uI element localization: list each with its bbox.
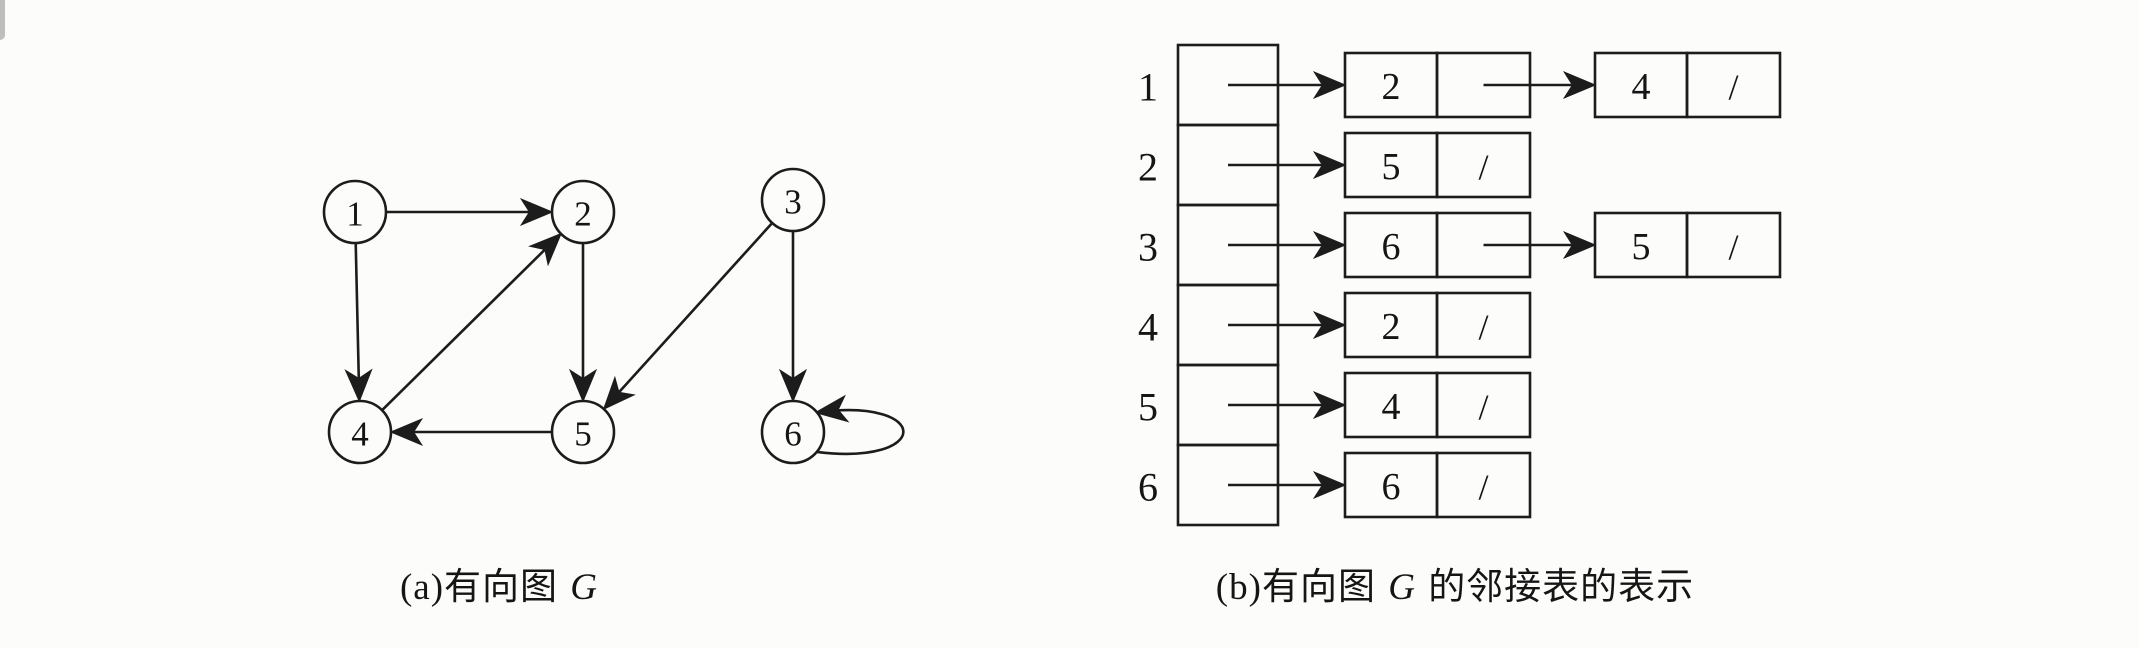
graph-edge-3-5: [602, 222, 774, 411]
adj-node-data-value: 4: [1632, 66, 1651, 108]
adj-null-pointer: /: [1478, 147, 1488, 187]
graph-node-6: 6: [760, 399, 826, 465]
graph-node-1: 1: [322, 179, 388, 245]
graph-node-label: 4: [351, 415, 369, 454]
adj-vertex-label: 3: [1138, 225, 1158, 270]
adj-vertex-label: 1: [1138, 65, 1158, 110]
caption-b-prefix: (b)有向图: [1215, 567, 1387, 608]
graph-edge-4-2: [381, 232, 563, 412]
adj-node-pointer-cell: [1435, 131, 1532, 199]
graph-self-loop-6: [814, 394, 905, 456]
adj-null-pointer: /: [1478, 467, 1488, 507]
adj-node-4-0: 2/: [1343, 291, 1532, 359]
adj-node-pointer-cell: [1435, 371, 1532, 439]
adj-node-pointer-cell: [1685, 51, 1782, 119]
adj-node-2-0: 5/: [1343, 131, 1532, 199]
adj-node-1-1: 4/: [1593, 51, 1782, 119]
adj-vertex-label: 6: [1138, 465, 1158, 510]
graph-node-4: 4: [327, 399, 393, 465]
directed-graph-svg: 1 2 3 4 5 6: [322, 167, 905, 465]
adj-node-data-value: 4: [1382, 386, 1401, 428]
adj-node-pointer-cell: [1435, 291, 1532, 359]
graph-node-label: 5: [574, 415, 592, 454]
adj-node-data-value: 5: [1632, 226, 1651, 268]
graph-node-circle: [327, 399, 393, 465]
adj-null-pointer: /: [1478, 387, 1488, 427]
caption-b-variable: G: [1388, 567, 1416, 608]
caption-a-variable: G: [570, 567, 599, 608]
caption-adjacency-list: (b)有向图 G 的邻接表的表示: [1105, 566, 1805, 610]
caption-directed-graph: (a)有向图 G: [220, 566, 780, 610]
graph-node-circle: [322, 179, 388, 245]
adj-node-pointer-cell: [1435, 451, 1532, 519]
adj-node-5-0: 4/: [1343, 371, 1532, 439]
adj-vertex-label: 4: [1138, 305, 1158, 350]
graph-node-5: 5: [550, 399, 616, 465]
adj-null-pointer: /: [1728, 227, 1738, 267]
adj-node-data-value: 5: [1382, 146, 1401, 188]
caption-b-suffix: 的邻接表的表示: [1417, 567, 1695, 608]
adj-null-pointer: /: [1478, 307, 1488, 347]
graph-node-circle: [550, 179, 616, 245]
adj-node-data-value: 6: [1382, 466, 1401, 508]
graph-node-2: 2: [550, 179, 616, 245]
adj-null-pointer: /: [1728, 67, 1738, 107]
adj-node-data-value: 2: [1382, 306, 1401, 348]
graph-node-circle: [550, 399, 616, 465]
adj-node-data-value: 6: [1382, 226, 1401, 268]
graph-node-label: 1: [346, 195, 364, 234]
graph-node-label: 2: [574, 195, 592, 234]
graph-node-3: 3: [760, 167, 826, 233]
graph-node-label: 3: [784, 183, 802, 222]
graph-edge-1-4: [344, 242, 373, 403]
graph-node-label: 6: [784, 415, 802, 454]
caption-a-prefix: (a)有向图: [399, 567, 569, 608]
graph-node-circle: [760, 167, 826, 233]
adj-node-6-0: 6/: [1343, 451, 1532, 519]
adj-node-3-1: 5/: [1593, 211, 1782, 279]
adj-vertex-label: 5: [1138, 385, 1158, 430]
scan-shadow-artifact: [0, 0, 5, 40]
adj-node-pointer-cell: [1685, 211, 1782, 279]
graph-node-circle: [760, 399, 826, 465]
adj-vertex-label: 2: [1138, 145, 1158, 190]
adj-node-data-value: 2: [1382, 66, 1401, 108]
adj-node-1-0: 2: [1343, 51, 1597, 119]
adj-node-3-0: 6: [1343, 211, 1597, 279]
